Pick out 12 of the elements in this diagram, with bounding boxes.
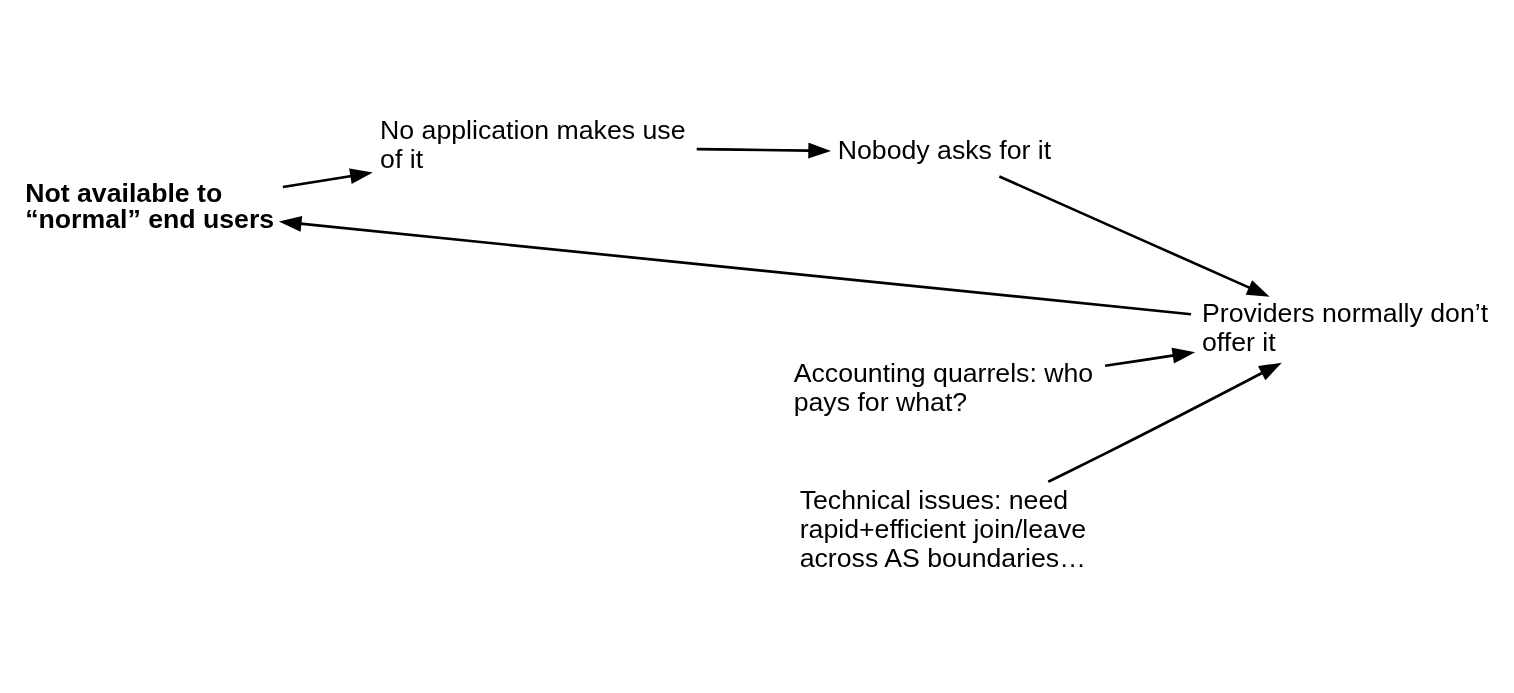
arrow [998, 175, 1270, 297]
arrow [696, 142, 832, 159]
node-text: Providers normally don’t offer it [1201, 297, 1489, 358]
node-text: Accounting quarrels: who pays for what? [793, 357, 1094, 418]
arrow [282, 168, 373, 189]
arrow [1047, 362, 1282, 483]
arrow [1104, 347, 1196, 368]
node-text: No application makes use of it [380, 115, 686, 175]
node-text: Technical issues: need rapid+efficient join/leave across AS boundaries… [799, 484, 1087, 574]
node-text: Not available to “normal” end users [25, 177, 275, 235]
node-text: Nobody asks for it [837, 135, 1052, 166]
arrow [278, 215, 1192, 316]
